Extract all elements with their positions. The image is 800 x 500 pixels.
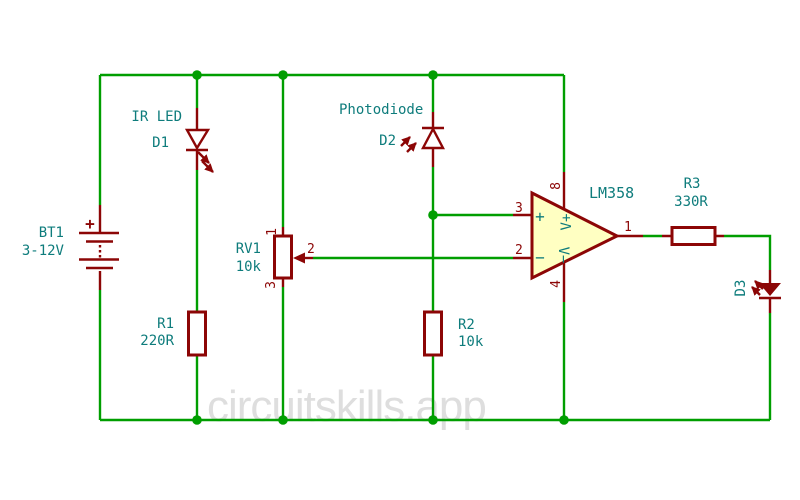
led-emission-arrows-icon [197, 151, 214, 173]
potentiometer-rv1: 1 2 3 RV1 10k [236, 227, 315, 289]
r3-ref-label: R3 [684, 176, 701, 192]
photodiode-d2: Photodiode D2 [339, 102, 445, 167]
opamp-pin8-label: 8 [549, 182, 564, 190]
opamp-pin2-label: 2 [515, 243, 523, 258]
led-d3: D3 [733, 270, 781, 313]
rv1-value-label: 10k [236, 259, 262, 275]
wires [98, 73, 772, 422]
r2-value-label: 10k [458, 334, 484, 350]
resistor-r1: R1 220R [140, 310, 207, 357]
resistor-r3: R3 330R [662, 176, 724, 246]
photodiode-incident-arrows-icon [400, 136, 417, 153]
wiper-arrow-icon [293, 252, 305, 264]
battery-plus-sign: + [85, 214, 95, 233]
opamp-triangle [530, 190, 621, 281]
opamp-pin4-label: 4 [549, 280, 564, 288]
opamp-pin1-label: 1 [624, 220, 632, 235]
ir-led-name-label: IR LED [131, 109, 182, 125]
r1-ref-label: R1 [157, 316, 174, 332]
rv1-pin3-label: 3 [264, 281, 279, 289]
watermark-text: circuitskills.app [207, 382, 486, 431]
opamp-lm358: + − V+ V− 3 2 1 8 4 LM358 [513, 172, 643, 302]
resistor-r2: R2 10k [423, 310, 484, 357]
battery-bt1: + BT1 3-12V [22, 205, 119, 290]
rv1-pin2-label: 2 [307, 242, 315, 257]
battery-ref-label: BT1 [39, 225, 64, 241]
opamp-vminus-label: V− [555, 247, 571, 264]
opamp-ref-label: LM358 [589, 184, 634, 202]
r1-value-label: 220R [140, 333, 174, 349]
opamp-pin3-label: 3 [515, 201, 523, 216]
r3-value-label: 330R [674, 194, 708, 210]
ir-led-ref-label: D1 [152, 135, 169, 151]
d3-ref-label: D3 [733, 280, 749, 297]
ir-led-d1: IR LED D1 [131, 108, 214, 173]
opamp-inv-minus-sign: − [535, 248, 545, 267]
photodiode-name-label: Photodiode [339, 102, 423, 118]
rv1-pin1-label: 1 [265, 228, 280, 236]
junction-dots [192, 70, 569, 425]
led-emission-arrows-icon [751, 280, 764, 296]
battery-value-label: 3-12V [22, 243, 65, 259]
r2-ref-label: R2 [458, 317, 475, 333]
opamp-noninv-plus-sign: + [535, 207, 545, 226]
photodiode-ref-label: D2 [379, 133, 396, 149]
rv1-ref-label: RV1 [236, 241, 261, 257]
opamp-vplus-label: V+ [559, 214, 575, 231]
